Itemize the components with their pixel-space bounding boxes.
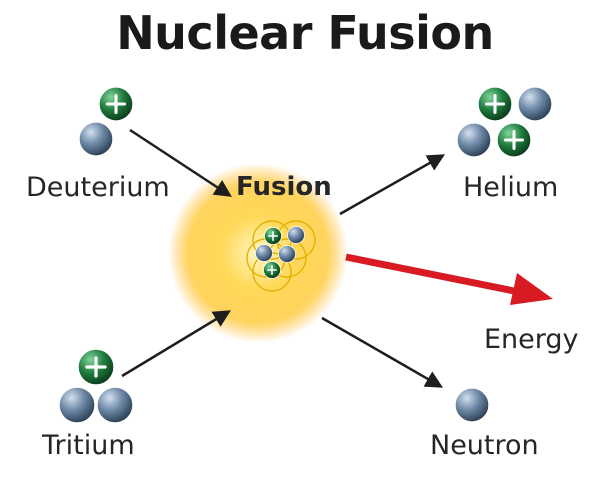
- proton-plus-icon: [262, 260, 282, 280]
- fusion-cluster: [246, 220, 316, 292]
- proton-plus-icon: [476, 85, 514, 123]
- proton-plus-icon: [76, 347, 116, 387]
- label-deuterium: Deuterium: [26, 172, 170, 203]
- neutron-sphere-icon: [58, 386, 96, 424]
- neutron-sphere-icon: [255, 244, 273, 262]
- helium-nucleus: [456, 85, 553, 159]
- energy-arrow: [345, 253, 553, 305]
- label-energy: Energy: [484, 324, 579, 355]
- arrow-fusion-to-neutron: [321, 316, 444, 388]
- tritium-nucleus: [58, 347, 134, 424]
- neutron-sphere-icon: [78, 121, 114, 157]
- label-helium: Helium: [463, 172, 559, 203]
- proton-plus-icon: [495, 121, 533, 159]
- arrow-deuterium-to-fusion: [129, 128, 232, 197]
- arrow-fusion-to-helium: [339, 154, 446, 216]
- page-title: Nuclear Fusion: [116, 6, 494, 60]
- label-fusion: Fusion: [236, 172, 332, 202]
- proton-plus-icon: [263, 226, 283, 246]
- label-neutron: Neutron: [430, 430, 539, 461]
- label-tritium: Tritium: [42, 430, 135, 461]
- neutron-sphere-icon: [454, 387, 490, 423]
- neutron-sphere-icon: [517, 86, 553, 122]
- neutron-sphere-icon: [96, 386, 134, 424]
- deuterium-nucleus: [78, 85, 135, 157]
- neutron-sphere-icon: [456, 122, 492, 158]
- neutron-sphere-icon: [278, 245, 296, 263]
- proton-plus-icon: [97, 85, 135, 123]
- neutron-sphere-icon: [287, 226, 305, 244]
- arrow-tritium-to-fusion: [121, 310, 231, 378]
